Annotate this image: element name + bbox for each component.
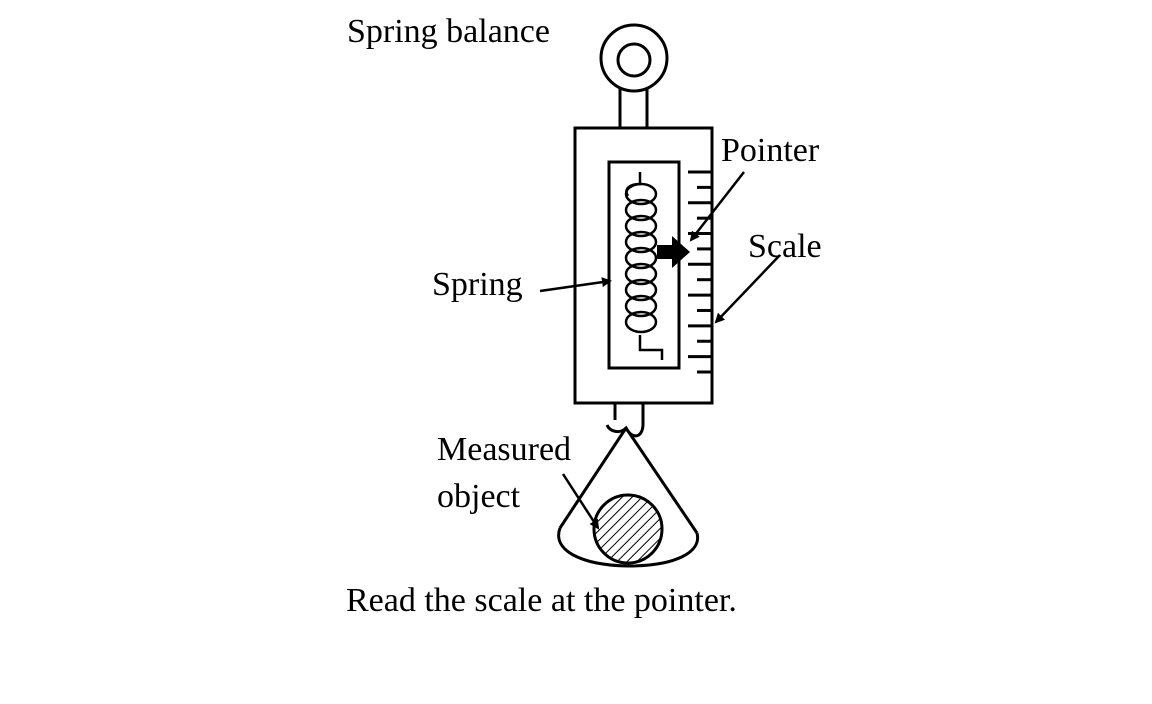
spring-coil: [624, 278, 658, 302]
measured-object: [592, 493, 664, 565]
leader-arrows: [539, 171, 781, 530]
spring-leader-arrow: [539, 277, 612, 293]
measured-object-label-line2: object: [437, 478, 521, 515]
spring-coil: [624, 198, 658, 222]
spring-label: Spring: [432, 266, 523, 303]
scale: [688, 170, 712, 374]
object-leader-arrow: [561, 473, 600, 530]
title-label: Spring balance: [347, 13, 550, 50]
scale-label: Scale: [748, 228, 822, 265]
spring-coil: [624, 214, 658, 238]
ring-neck: [618, 88, 649, 128]
spring-coil: [624, 246, 658, 270]
spring-coil: [624, 294, 658, 318]
coil-spring: [624, 172, 664, 360]
spring-coil: [624, 262, 658, 286]
spring-coil: [624, 182, 658, 206]
measured-object-label-line1: Measured: [437, 431, 571, 468]
pointer-label: Pointer: [721, 132, 820, 169]
scale-leader-arrow: [714, 254, 781, 324]
spring-coil: [624, 310, 658, 334]
caption: Read the scale at the pointer.: [346, 582, 737, 619]
spring-coil: [624, 230, 658, 254]
hanging-ring: [599, 23, 669, 93]
weighing-pan: [557, 427, 700, 568]
pointer-leader-arrow: [689, 171, 745, 242]
pointer: [657, 236, 690, 268]
spring-window: [607, 160, 681, 370]
